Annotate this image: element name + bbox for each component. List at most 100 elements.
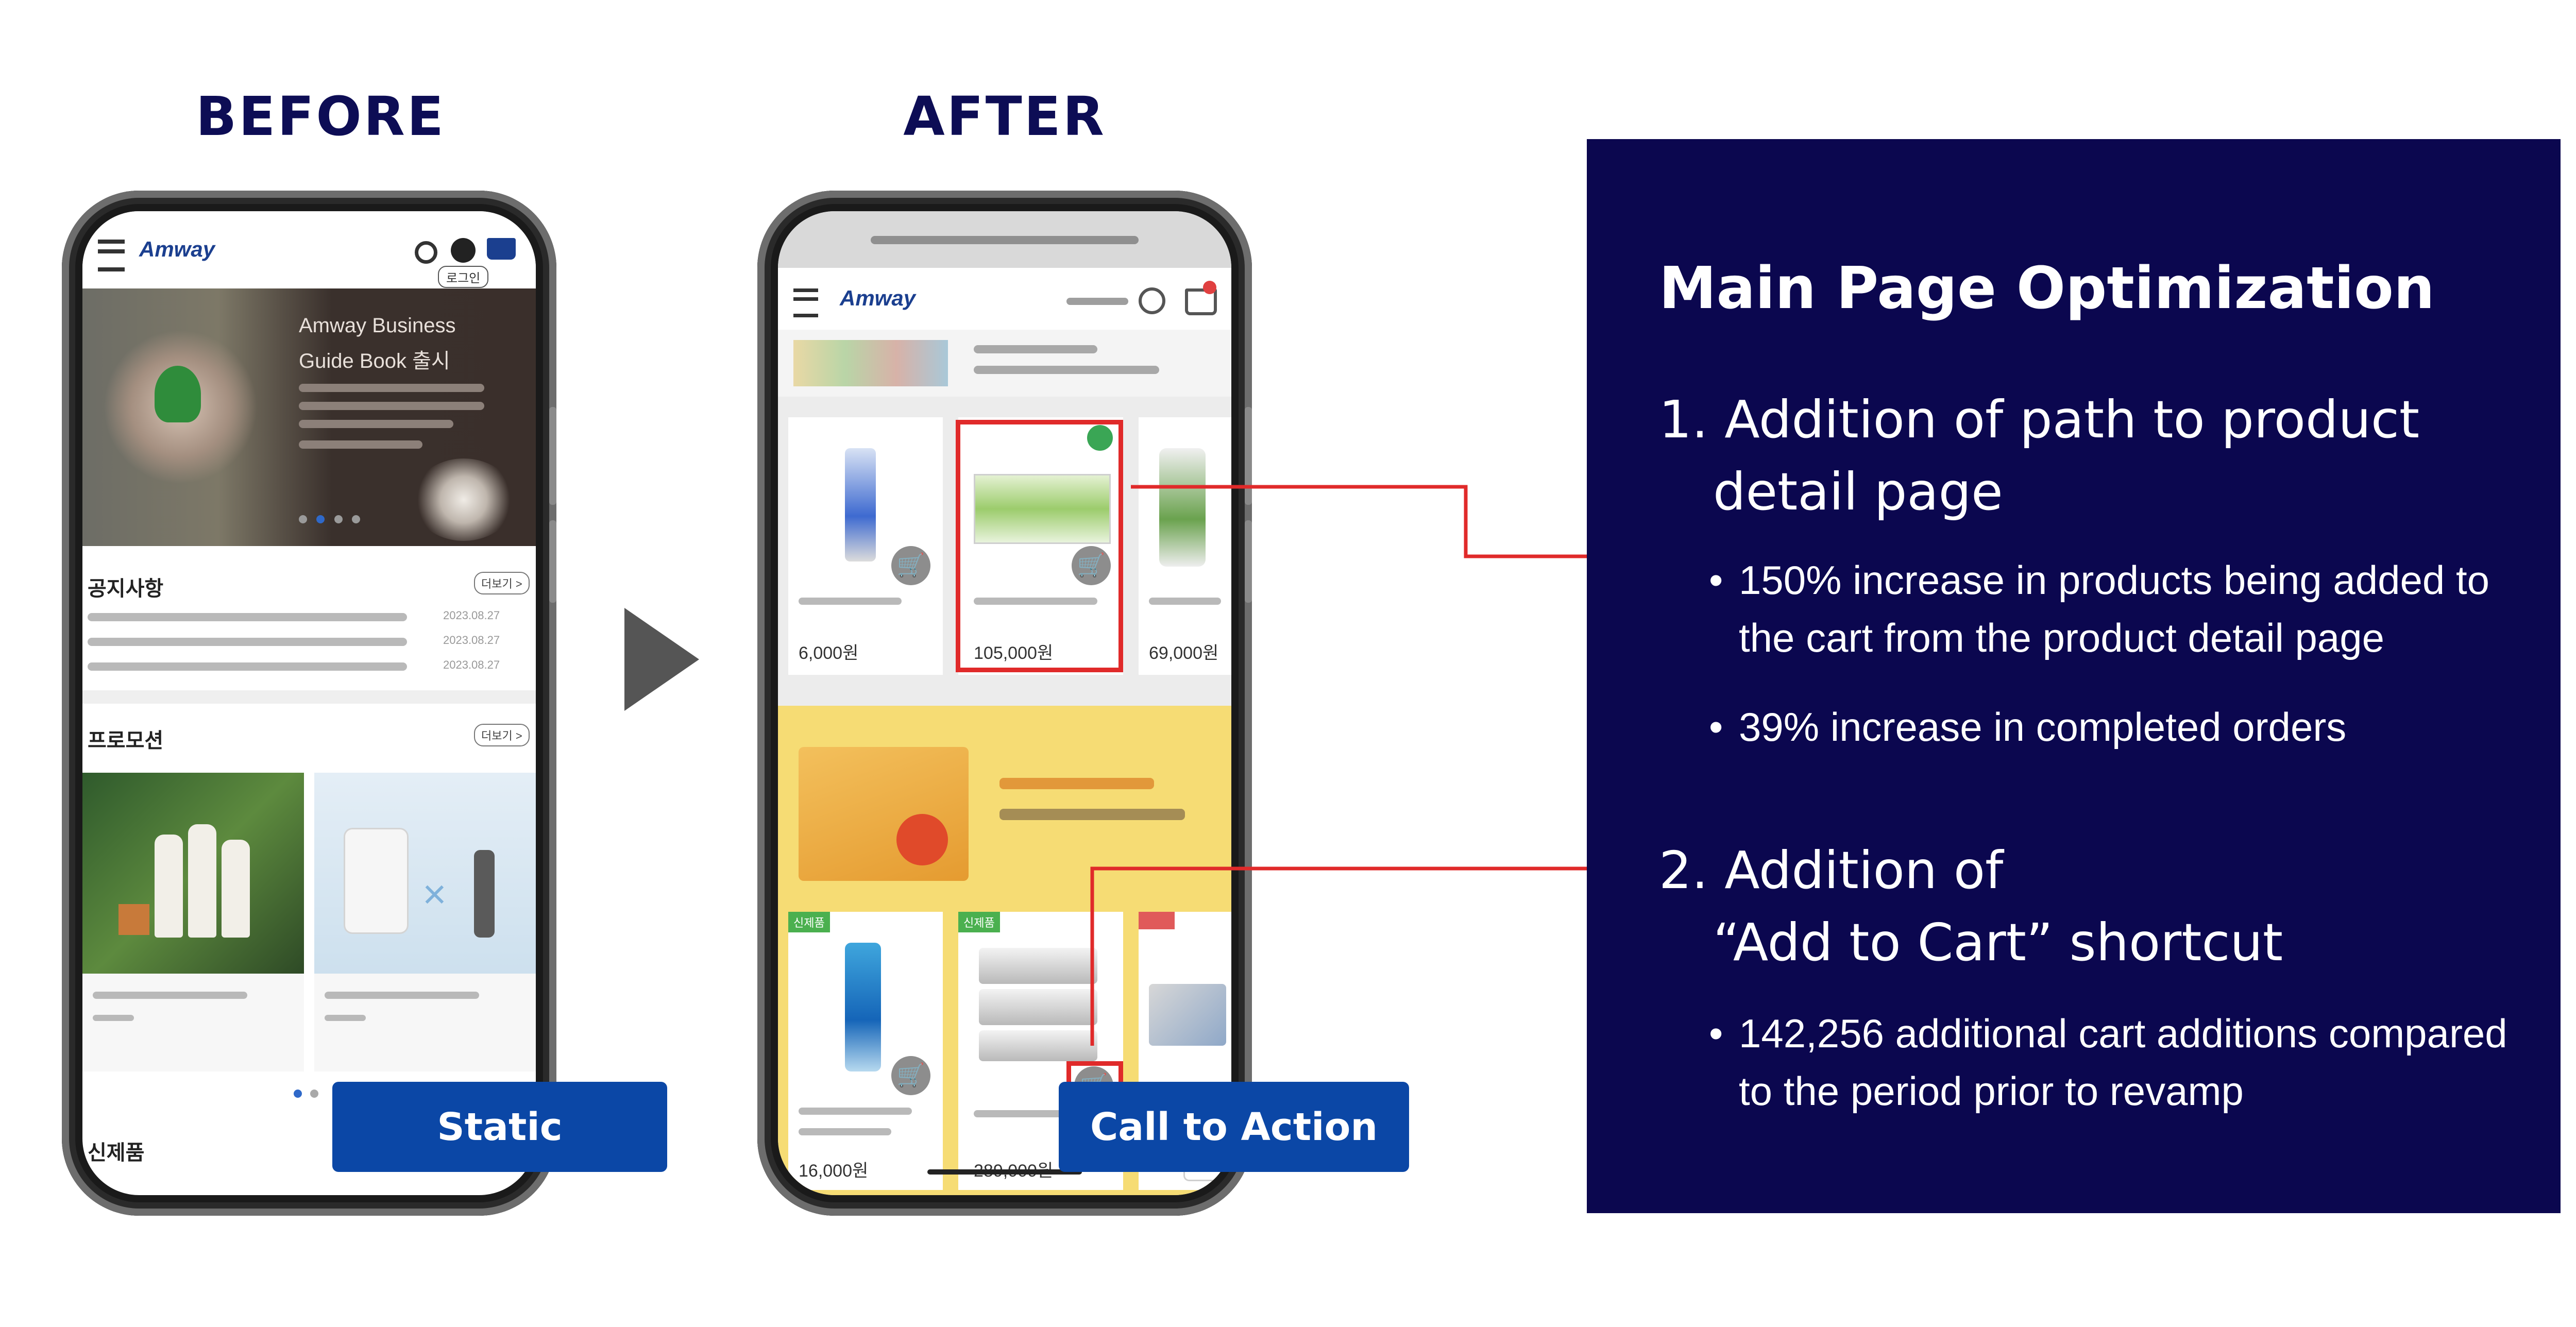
section-2-line-1: 2. Addition of: [1659, 840, 2004, 900]
soap-image: [118, 904, 149, 935]
notice-date: 2023.08.27: [443, 634, 500, 647]
connector-line-2: [1090, 866, 1628, 1046]
cookware-image: [979, 1030, 1097, 1061]
bullet-2-1: • 142,256 additional cart additions comp…: [1709, 1005, 2507, 1062]
bullet-1-1-continued: the cart from the product detail page: [1739, 615, 2385, 660]
promo-dots[interactable]: [294, 1090, 319, 1100]
carousel-dots[interactable]: [299, 515, 376, 525]
menu-icon[interactable]: [793, 288, 818, 317]
side-button: [549, 407, 556, 505]
product-name: [799, 1128, 891, 1135]
sale-burst-icon: [896, 814, 948, 865]
product-image: [845, 943, 881, 1071]
bottle-image: [155, 835, 183, 938]
after-phone: Amway 🛒 6,000원 🛒 105,000원 69,00: [757, 191, 1252, 1216]
banner-title-1: Amway Business: [299, 314, 456, 337]
side-button: [549, 520, 556, 603]
product-card[interactable]: 69,000원: [1139, 417, 1231, 675]
top-notice-bar[interactable]: [778, 211, 1231, 268]
promo-more-button[interactable]: 더보기 >: [474, 724, 530, 746]
amway-logo[interactable]: Amway: [139, 237, 215, 261]
bullet-2-1-continued: to the period prior to revamp: [1739, 1068, 2244, 1114]
arrow-icon: [624, 608, 699, 711]
quick-cart-icon[interactable]: 🛒: [1072, 546, 1111, 585]
static-tag: Static: [332, 1082, 667, 1172]
product-price: 6,000원: [799, 643, 859, 663]
hero-banner[interactable]: Amway Business Guide Book 출시: [82, 288, 536, 546]
product-card[interactable]: 🛒 105,000원: [958, 417, 1123, 675]
notice-more-button[interactable]: 더보기 >: [474, 572, 530, 594]
product-image: [974, 474, 1111, 544]
promo-strip-text: [974, 345, 1097, 353]
before-phone: Amway 로그인 Amway Business Guide Book 출시 공…: [62, 191, 556, 1216]
promo-strip[interactable]: [778, 330, 1231, 397]
promo-caption: [325, 992, 479, 999]
promo-caption: [93, 1015, 134, 1021]
promo-card[interactable]: [82, 773, 304, 1071]
product-name: [799, 598, 902, 605]
before-heading: BEFORE: [196, 85, 446, 148]
cookware-image: [979, 948, 1097, 984]
product-name: [974, 1110, 1077, 1117]
product-price: 105,000원: [974, 643, 1054, 663]
call-to-action-tag: Call to Action: [1059, 1082, 1409, 1172]
device-image: [474, 850, 495, 938]
section-title-text: [999, 809, 1185, 820]
notice-date: 2023.08.27: [443, 658, 500, 671]
promo-title: 프로모션: [88, 729, 164, 752]
banner-text-line: [299, 384, 484, 392]
notice-date: 2023.08.27: [443, 609, 500, 622]
plant-image: [155, 366, 201, 422]
product-price: 69,000원: [1149, 643, 1219, 663]
cart-icon[interactable]: [487, 238, 516, 260]
notice-line: [88, 662, 407, 671]
banner-text-line: [299, 420, 453, 428]
bottle-image: [188, 824, 216, 938]
info-panel: Main Page Optimization 1. Addition of pa…: [1587, 139, 2561, 1213]
sale-badge: [1139, 912, 1175, 929]
amway-logo[interactable]: Amway: [840, 286, 916, 310]
flower-decoration: [412, 458, 515, 541]
section-2-line-2: “Add to Cart” shortcut: [1713, 912, 2283, 973]
user-icon[interactable]: [1139, 287, 1165, 314]
home-indicator: [927, 1169, 1082, 1175]
banner-title-2: Guide Book 출시: [299, 350, 450, 372]
product-name: [799, 1108, 912, 1115]
product-badge: [1087, 425, 1113, 451]
after-heading: AFTER: [903, 85, 1106, 148]
divider: [82, 690, 536, 704]
user-icon[interactable]: [451, 238, 476, 263]
x-mark: ×: [422, 871, 447, 917]
side-button: [1245, 520, 1252, 603]
promo-strip-image: [793, 340, 948, 386]
section-1-line-1: 1. Addition of path to product: [1659, 389, 2420, 450]
promo-image: [82, 773, 304, 974]
product-card[interactable]: 🛒 6,000원: [788, 417, 943, 675]
before-screen: Amway 로그인 Amway Business Guide Book 출시 공…: [82, 211, 536, 1195]
menu-icon[interactable]: [98, 240, 125, 271]
product-price: 16,000원: [799, 1161, 869, 1181]
banner-text-line: [299, 440, 422, 449]
promo-caption: [93, 992, 247, 999]
promo-caption: [325, 1015, 366, 1021]
user-greeting: [1066, 298, 1128, 305]
promo-card[interactable]: ×: [314, 773, 536, 1071]
product-image: [1149, 984, 1226, 1046]
bullet-dot: •: [1709, 557, 1723, 603]
bullet-1-1: • 150% increase in products being added …: [1709, 551, 2489, 609]
quick-cart-icon[interactable]: 🛒: [891, 1056, 930, 1095]
product-image: [845, 448, 876, 562]
banner-text-line: [299, 402, 484, 410]
login-badge[interactable]: 로그인: [438, 266, 489, 288]
product-card[interactable]: 신제품 🛒 16,000원: [788, 912, 943, 1190]
new-badge: 신제품: [788, 912, 830, 932]
new-badge: 신제품: [958, 912, 1000, 932]
bullet-1-2: • 39% increase in completed orders: [1709, 698, 2347, 756]
bullet-dot: •: [1709, 704, 1723, 750]
quick-cart-icon[interactable]: 🛒: [891, 546, 930, 585]
cart-icon[interactable]: [1185, 288, 1217, 315]
search-icon[interactable]: [415, 241, 437, 264]
notice-line: [88, 638, 407, 646]
top-notice-text: [871, 236, 1139, 244]
bullet-text: 39% increase in completed orders: [1739, 704, 2347, 750]
